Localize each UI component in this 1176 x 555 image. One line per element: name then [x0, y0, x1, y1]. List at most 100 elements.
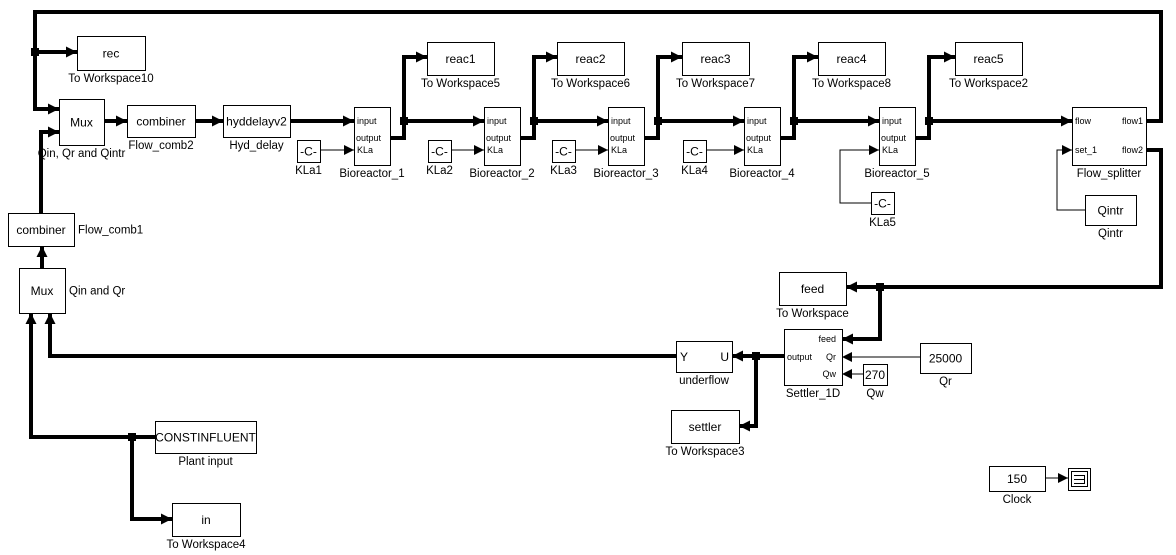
signal-comb1-to-mux[interactable] — [39, 130, 59, 213]
arrowhead-icon — [546, 51, 557, 63]
signal-bioreactor-3-output[interactable] — [644, 119, 744, 140]
display-icon — [1071, 471, 1088, 487]
flow-comb2-block-body[interactable] — [127, 105, 196, 138]
signal-bioreactor-2-output[interactable] — [520, 119, 608, 140]
constant-qr-body[interactable] — [920, 343, 972, 374]
arrowhead-icon — [212, 115, 223, 127]
port-flow2: flow2 — [1122, 145, 1143, 155]
hyd-delay-block-body[interactable] — [223, 105, 291, 138]
flow-comb1-block-label: Flow_comb1 — [78, 225, 143, 237]
bioreactor-4-body[interactable] — [744, 107, 781, 166]
constant-kla2-body[interactable] — [428, 140, 452, 163]
constant-kla1-body[interactable] — [297, 140, 321, 163]
to-workspace-settler-body[interactable] — [671, 410, 740, 444]
port-input: input — [357, 116, 377, 126]
constant-kla3-body[interactable] — [552, 140, 576, 163]
constant-kla2[interactable]: -C- KLa2 — [426, 140, 453, 178]
signal-influent-to-in[interactable] — [130, 437, 172, 521]
constant-kla1[interactable]: -C-KLa1 — [295, 140, 322, 178]
to-workspace-reac3-body[interactable] — [682, 42, 750, 76]
arrowhead-icon — [161, 513, 172, 525]
signal-influent-to-mux[interactable] — [29, 313, 155, 439]
port-u: U — [720, 350, 729, 364]
arrowhead-icon — [671, 51, 682, 63]
signal-flow1-recycle[interactable] — [33, 10, 1163, 123]
branch-point — [400, 117, 408, 125]
underflow-block-body[interactable] — [676, 341, 733, 373]
arrowhead-icon — [732, 350, 743, 362]
to-workspace-reac2-body[interactable] — [557, 42, 625, 76]
to-workspace-reac5-body[interactable] — [955, 42, 1023, 76]
to-workspace-in-body[interactable] — [172, 503, 241, 537]
constinfluent-block-label: Plant input — [178, 456, 233, 468]
constant-qw-body[interactable] — [863, 364, 888, 386]
signal-bioreactor-1-output[interactable] — [390, 119, 484, 140]
constant-kla5[interactable]: -C-KLa5 — [869, 192, 896, 230]
flow-splitter-block-body[interactable] — [1072, 107, 1147, 166]
mux-qin-qr-qintr-body[interactable] — [59, 99, 105, 146]
settler-1d-block-body[interactable] — [784, 329, 843, 386]
bioreactor-3-body[interactable] — [608, 107, 645, 166]
to-workspace-rec-body[interactable] — [77, 36, 146, 71]
arrowhead-icon — [807, 51, 818, 63]
constant-kla2-label: KLa2 — [426, 165, 453, 177]
signal-underflow-to-mux[interactable] — [48, 313, 676, 358]
signal-flow2-to-feed[interactable] — [846, 148, 1163, 289]
constant-qintr-body[interactable] — [1085, 195, 1137, 226]
signal-kla5[interactable] — [839, 149, 879, 204]
signal-to-settler-ws[interactable] — [739, 356, 758, 428]
signal-bioreactor-4-output[interactable] — [780, 119, 879, 140]
clock-block-body[interactable] — [989, 466, 1046, 492]
constant-kla5-body[interactable] — [871, 192, 895, 215]
mux-qin-qr-body[interactable] — [19, 268, 66, 314]
branch-point — [876, 283, 884, 291]
display-block[interactable] — [1068, 468, 1091, 491]
flow-comb1-block-body[interactable] — [8, 213, 75, 247]
constant-kla4-body[interactable] — [683, 140, 707, 163]
constant-kla2-text: -C- — [431, 145, 448, 159]
constant-kla4[interactable]: -C-KLa4 — [681, 140, 709, 178]
constant-kla3[interactable]: -C-KLa3 — [550, 140, 577, 178]
to-workspace-reac1-body[interactable] — [427, 42, 495, 76]
bioreactor-2-body[interactable] — [484, 107, 521, 166]
to-workspace-reac3-text: reac3 — [700, 52, 730, 66]
to-workspace-feed-body[interactable] — [779, 272, 847, 306]
arrowhead-icon — [944, 51, 955, 63]
port-kla: KLa — [357, 145, 373, 155]
port-output: output — [746, 133, 772, 143]
signal-flow2-to-settler[interactable] — [842, 287, 882, 341]
to-workspace-reac4-body[interactable] — [818, 42, 886, 76]
constinfluent-block-body[interactable] — [155, 421, 257, 454]
signal-bioreactor-5-output[interactable] — [915, 119, 1072, 140]
bioreactor-1-body[interactable] — [354, 107, 391, 166]
bioreactor-5-body[interactable] — [879, 107, 916, 166]
